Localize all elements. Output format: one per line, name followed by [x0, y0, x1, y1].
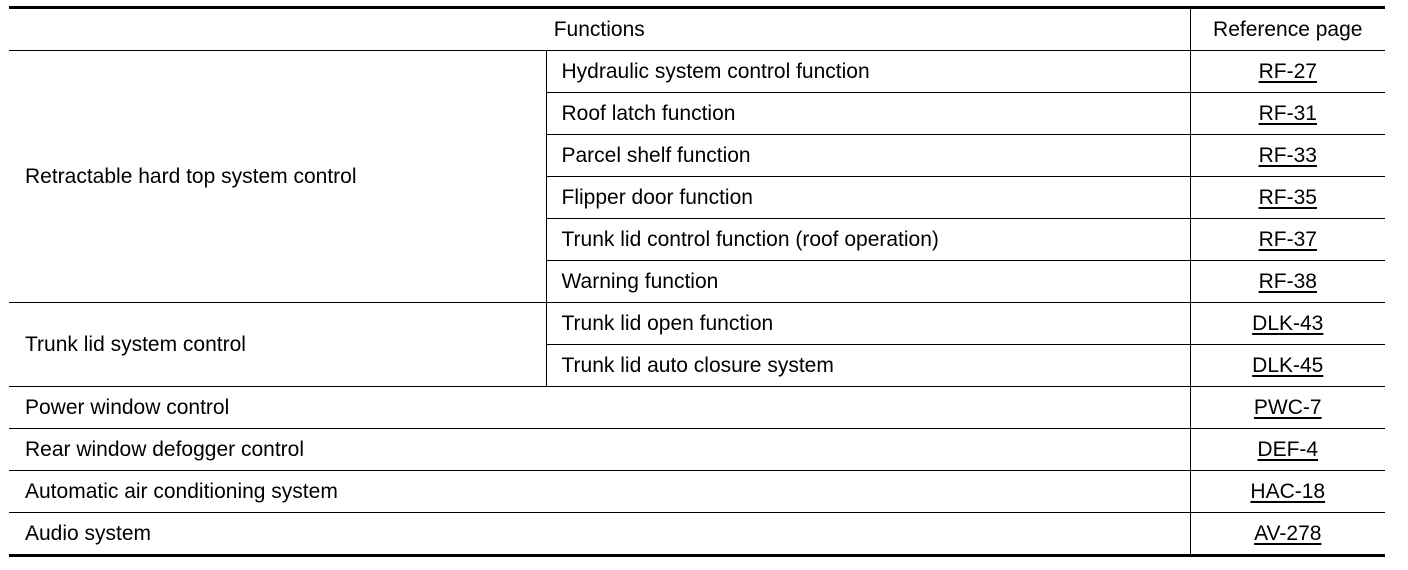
reference-link-hac-18[interactable]: HAC-18	[1250, 480, 1326, 503]
reference-cell: DEF-4	[1189, 428, 1386, 471]
table-row: Audio system AV-278	[9, 512, 1386, 556]
header-functions: Functions	[9, 7, 1191, 51]
function-name: Trunk lid auto closure system	[546, 344, 1191, 387]
reference-cell: RF-38	[1189, 260, 1386, 303]
reference-link-rf-35[interactable]: RF-35	[1258, 186, 1317, 209]
reference-link-av-278[interactable]: AV-278	[1254, 522, 1322, 545]
reference-link-dlk-43[interactable]: DLK-43	[1252, 312, 1324, 335]
table-row: Trunk lid system control Trunk lid open …	[9, 302, 1386, 387]
reference-link-rf-37[interactable]: RF-37	[1258, 228, 1317, 251]
function-name: Audio system	[9, 512, 1191, 556]
table-row: Rear window defogger control DEF-4	[9, 428, 1386, 471]
group-label-retractable-hard-top: Retractable hard top system control	[9, 50, 547, 303]
table-row: Retractable hard top system control Hydr…	[9, 50, 1386, 303]
table-row: Flipper door function RF-35	[9, 176, 1386, 219]
reference-cell: RF-31	[1189, 92, 1386, 135]
reference-link-rf-27[interactable]: RF-27	[1258, 60, 1317, 83]
function-name: Roof latch function	[546, 92, 1191, 135]
reference-cell: AV-278	[1189, 512, 1386, 556]
reference-cell: PWC-7	[1189, 386, 1386, 429]
function-name: Trunk lid control function (roof operati…	[546, 218, 1191, 261]
function-name: Power window control	[9, 386, 1191, 429]
table-row: Roof latch function RF-31	[9, 92, 1386, 135]
table-row: Warning function RF-38	[9, 260, 1386, 303]
reference-link-rf-38[interactable]: RF-38	[1258, 270, 1317, 293]
function-name: Trunk lid open function	[545, 302, 1191, 345]
group-label-trunk-lid-system: Trunk lid system control	[9, 302, 547, 387]
reference-link-pwc-7[interactable]: PWC-7	[1253, 396, 1322, 419]
reference-cell: DLK-45	[1189, 344, 1386, 387]
reference-cell: RF-33	[1189, 134, 1386, 177]
function-name: Rear window defogger control	[9, 428, 1191, 471]
table-row: Trunk lid auto closure system DLK-45	[9, 344, 1386, 387]
function-name: Parcel shelf function	[546, 134, 1191, 177]
header-reference-page: Reference page	[1189, 7, 1386, 51]
function-name: Flipper door function	[546, 176, 1191, 219]
function-name: Hydraulic system control function	[545, 50, 1191, 93]
table-row: Power window control PWC-7	[9, 386, 1386, 429]
table-row: Parcel shelf function RF-33	[9, 134, 1386, 177]
table-header-row: Functions Reference page	[9, 7, 1386, 51]
reference-cell: RF-35	[1189, 176, 1386, 219]
reference-cell: HAC-18	[1189, 470, 1386, 513]
reference-cell: DLK-43	[1189, 302, 1386, 345]
function-name: Warning function	[546, 260, 1191, 303]
function-name: Automatic air conditioning system	[9, 470, 1191, 513]
reference-cell: RF-27	[1189, 50, 1386, 93]
functions-reference-table: Functions Reference page Retractable har…	[9, 6, 1386, 557]
table-row: Automatic air conditioning system HAC-18	[9, 470, 1386, 513]
reference-link-rf-33[interactable]: RF-33	[1258, 144, 1317, 167]
reference-link-def-4[interactable]: DEF-4	[1257, 438, 1319, 461]
reference-link-rf-31[interactable]: RF-31	[1258, 102, 1317, 125]
table-row: Trunk lid control function (roof operati…	[9, 218, 1386, 261]
reference-cell: RF-37	[1189, 218, 1386, 261]
reference-link-dlk-45[interactable]: DLK-45	[1252, 354, 1324, 377]
